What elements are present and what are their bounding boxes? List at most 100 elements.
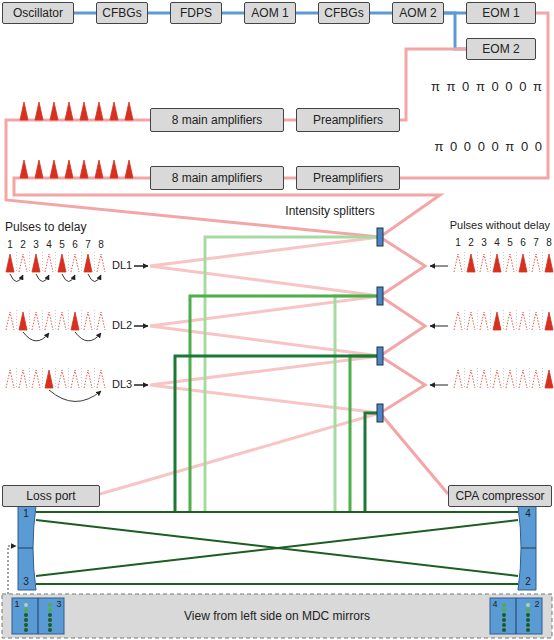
amplifier-box: 8 main amplifiers	[150, 166, 284, 190]
pulse	[493, 254, 501, 272]
delay-arrow	[62, 274, 75, 282]
fiber-link	[284, 119, 296, 122]
pulse	[84, 312, 92, 330]
pulse	[545, 254, 553, 272]
spot	[48, 618, 52, 622]
pulse	[19, 312, 27, 330]
pulse	[545, 312, 553, 330]
pulse	[45, 254, 53, 272]
pulse	[80, 102, 88, 120]
pulse	[97, 370, 105, 388]
delay-line-label: DL2	[112, 319, 132, 331]
pulse	[506, 254, 514, 272]
pulse	[519, 312, 527, 330]
pulse	[65, 102, 73, 120]
pulse	[6, 254, 14, 272]
pulse	[84, 370, 92, 388]
pulse	[467, 254, 475, 272]
spot	[502, 628, 506, 632]
callout-number: 6	[72, 239, 78, 250]
delay-line	[175, 356, 380, 512]
delay-arrow	[23, 332, 49, 341]
pulse	[50, 102, 58, 120]
compressor-box: CPA compressor	[448, 485, 552, 507]
pulse	[6, 312, 14, 330]
fiber-link	[370, 12, 392, 15]
phase-pattern: π 0 0 0 0 π 0 0	[434, 140, 542, 154]
box-label: Oscillator	[13, 6, 63, 20]
intensity-splitter	[377, 287, 383, 305]
fiber-link	[148, 12, 170, 15]
pulse	[125, 102, 133, 120]
pulse	[532, 312, 540, 330]
pulse	[125, 160, 133, 178]
pulse	[506, 370, 514, 388]
callout-number: 3	[33, 239, 39, 250]
pulse	[32, 370, 40, 388]
pulse	[480, 370, 488, 388]
pulse	[6, 370, 14, 388]
delay-arrow	[88, 274, 101, 282]
callout-number: 2	[534, 600, 539, 610]
intensity-splitter	[377, 404, 383, 422]
pulse	[71, 370, 79, 388]
spot	[48, 628, 52, 632]
box-label: CFBGs	[324, 6, 363, 20]
callout-number: 5	[507, 237, 513, 248]
spot	[24, 613, 28, 617]
pulse	[80, 160, 88, 178]
delay-arrow	[36, 274, 49, 282]
callout-number: 1	[455, 237, 461, 248]
spot	[48, 603, 52, 607]
view-panel	[2, 594, 552, 638]
fiber-link	[284, 177, 296, 180]
delay-arrow	[49, 390, 101, 401]
beam	[380, 237, 448, 494]
pulse	[45, 370, 53, 388]
stretcher-box: CFBGs	[96, 2, 148, 24]
spot	[502, 608, 506, 612]
spot	[48, 608, 52, 612]
callout-number: 3	[481, 237, 487, 248]
spot	[526, 623, 530, 627]
callout-number: 3	[23, 576, 29, 587]
pulse	[493, 312, 501, 330]
pulse	[50, 160, 58, 178]
fiber-link	[222, 12, 244, 15]
pulse	[110, 102, 118, 120]
pulse	[110, 160, 118, 178]
intensity-splitter	[377, 228, 383, 246]
mirror-view	[490, 598, 542, 634]
box-label: AOM 2	[399, 6, 436, 20]
oscillator-box: Oscillator	[2, 2, 74, 24]
section-label: Intensity splitters	[283, 205, 376, 218]
pulse	[58, 254, 66, 272]
pulse	[519, 370, 527, 388]
callout-number: 4	[46, 239, 52, 250]
pulse	[532, 254, 540, 272]
spot	[502, 618, 506, 622]
callout-number: 4	[525, 508, 531, 519]
pulse	[480, 254, 488, 272]
pulse	[65, 160, 73, 178]
spot	[502, 623, 506, 627]
delay-line-label: DL3	[112, 378, 132, 390]
pulse	[71, 312, 79, 330]
callout-number: 2	[525, 576, 531, 587]
callout-number: 1	[7, 239, 13, 250]
pulse	[35, 102, 43, 120]
spot	[526, 628, 530, 632]
pulse	[454, 312, 462, 330]
fiber-link	[74, 12, 96, 15]
box-label: Loss port	[26, 489, 75, 503]
pulse	[58, 312, 66, 330]
delay-arrow	[75, 332, 101, 341]
box-label: Preamplifiers	[313, 171, 383, 185]
pulse	[95, 102, 103, 120]
modulator-box: AOM 2	[392, 2, 444, 24]
callout-number: 2	[468, 237, 474, 248]
pulse	[454, 254, 462, 272]
callout-number: 4	[492, 600, 497, 610]
phase-pattern: π π 0 π 0 0 0 π	[431, 80, 542, 94]
